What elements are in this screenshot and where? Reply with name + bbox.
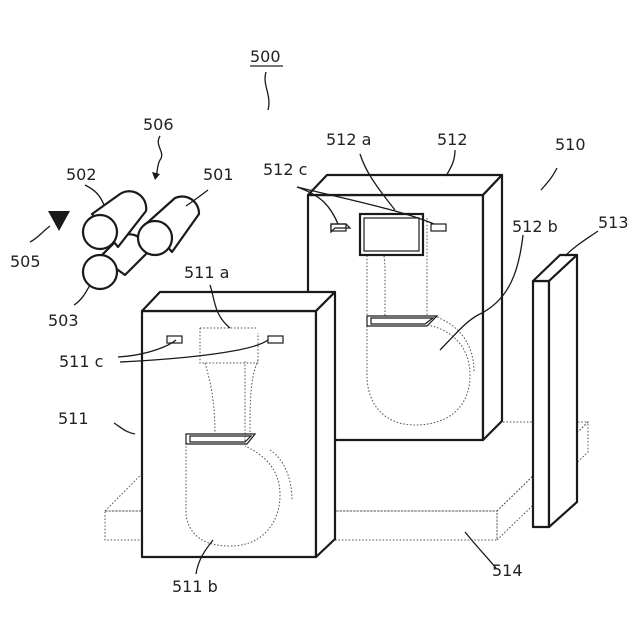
- label-513: 513: [598, 213, 629, 232]
- roller-group: [83, 191, 199, 289]
- label-511c: 511 c: [59, 352, 103, 371]
- label-502: 502: [66, 165, 97, 184]
- label-511b: 511 b: [172, 577, 218, 596]
- opening-512a: [360, 214, 423, 255]
- box-511: [142, 292, 335, 557]
- label-512b: 512 b: [512, 217, 558, 236]
- label-505: 505: [10, 252, 41, 271]
- label-500: 500: [250, 47, 281, 66]
- label-512a: 512 a: [326, 130, 371, 149]
- roller-502: [83, 215, 117, 249]
- label-510: 510: [555, 135, 586, 154]
- label-512c: 512 c: [263, 160, 307, 179]
- label-511: 511: [58, 409, 89, 428]
- plate-513: [533, 255, 577, 527]
- label-514: 514: [492, 561, 523, 580]
- label-511a: 511 a: [184, 263, 229, 282]
- label-506: 506: [143, 115, 174, 134]
- roller-501: [138, 221, 172, 255]
- label-512: 512: [437, 130, 468, 149]
- label-501: 501: [203, 165, 234, 184]
- box-512: [308, 175, 502, 440]
- arrow-506: [156, 136, 162, 176]
- label-503: 503: [48, 311, 79, 330]
- triangle-505: [48, 211, 70, 231]
- roller-503: [83, 255, 117, 289]
